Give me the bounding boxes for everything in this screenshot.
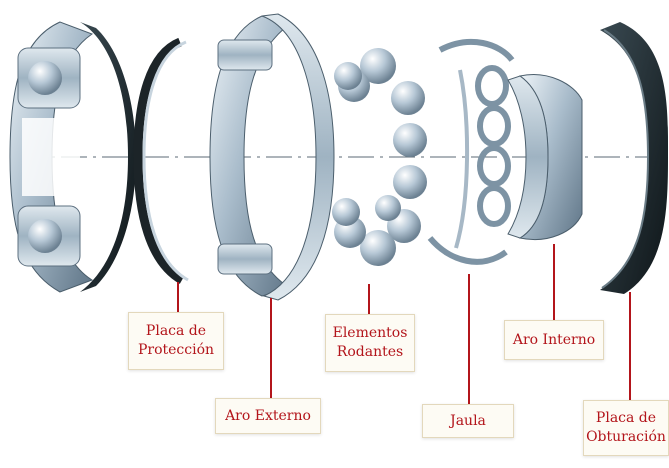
placa-proteccion-part bbox=[138, 42, 188, 280]
label-aro-externo: Aro Externo bbox=[215, 398, 321, 434]
label-placa-proteccion-line1: Placa de bbox=[146, 322, 206, 341]
label-aro-externo-text: Aro Externo bbox=[225, 407, 311, 426]
placa-obturacion-part bbox=[600, 22, 668, 294]
label-jaula: Jaula bbox=[422, 404, 514, 438]
label-aro-interno-text: Aro Interno bbox=[513, 331, 595, 350]
label-elementos-rodantes-line2: Rodantes bbox=[337, 343, 403, 362]
label-placa-proteccion-line2: Protección bbox=[138, 341, 214, 360]
label-placa-proteccion: Placa de Protección bbox=[128, 312, 224, 370]
label-placa-obturacion: Placa de Obturación bbox=[583, 400, 669, 456]
jaula-part bbox=[430, 42, 512, 262]
label-elementos-rodantes-line1: Elementos bbox=[333, 324, 408, 343]
label-placa-obturacion-line2: Obturación bbox=[586, 428, 666, 447]
label-aro-interno: Aro Interno bbox=[504, 320, 604, 360]
label-placa-obturacion-line1: Placa de bbox=[596, 409, 656, 428]
label-elementos-rodantes: Elementos Rodantes bbox=[325, 314, 415, 372]
label-jaula-text: Jaula bbox=[450, 412, 486, 431]
